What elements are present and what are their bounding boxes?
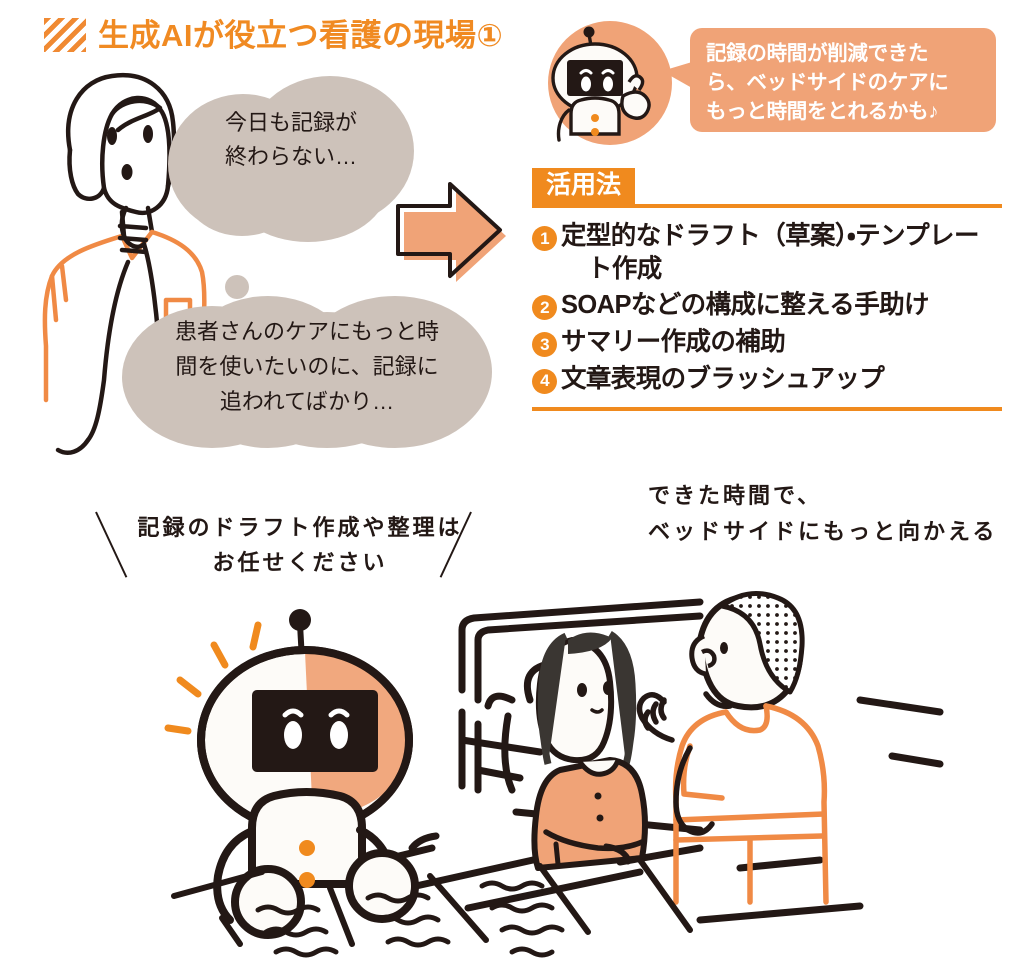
paper-documents [171, 857, 693, 958]
thought-bubble-1: 今日も記録が 終わらない… [168, 76, 414, 242]
usage-rule-top [532, 204, 1002, 208]
usage-list: 1 定型的なドラフト（草案）・テンプレー ト作成 2 SOAPなどの構成に整える… [532, 220, 1002, 395]
usage-number-4: 4 [532, 368, 557, 394]
usage-item-3-line-1: サマリー作成の補助 [561, 327, 786, 356]
usage-item-4-line-1: 文章表現のブラッシュアップ [561, 364, 885, 393]
thought-2-line-1: 患者さんのケアにもっと時 [174, 319, 439, 344]
sparkle-lines [164, 621, 262, 735]
usage-item-2-line-1: SOAPなどの構成に整える手助け [561, 291, 930, 320]
usage-item-1-text: 定型的なドラフト（草案）・テンプレー ト作成 [561, 220, 979, 285]
usage-panel: 活用法 1 定型的なドラフト（草案）・テンプレー ト作成 2 SOAPなどの構成… [532, 168, 1002, 412]
caption-slash-left [95, 511, 128, 578]
page-title: 生成AIが役立つ看護の現場① [98, 17, 504, 53]
caption-left-line-1: 記録のドラフト作成や整理は [137, 515, 463, 540]
thought-1-line-1: 今日も記録が [224, 110, 357, 135]
usage-item-1: 1 定型的なドラフト（草案）・テンプレー ト作成 [532, 220, 1002, 285]
usage-item-3: 3 サマリー作成の補助 [532, 326, 1002, 359]
patient-figure [531, 630, 648, 871]
thought-1-line-2: 終わらない… [224, 144, 357, 170]
usage-number-3: 3 [532, 331, 557, 357]
speech-bubble-tail [662, 62, 692, 88]
usage-item-4: 4 文章表現のブラッシュアップ [532, 363, 1002, 396]
thought-2-line-2: 間を使いたいのに、記録に [175, 354, 439, 380]
usage-item-1-line-1: 定型的なドラフト（草案）・テンプレー [561, 222, 979, 250]
usage-item-2: 2 SOAPなどの構成に整える手助け [532, 289, 1002, 322]
robot-bubble-line-1: 記録の時間が削減できた [706, 42, 929, 65]
diagonal-stripes-icon [44, 18, 86, 52]
robot-bubble-line-3: もっと時間をとれるかも♪ [706, 100, 939, 124]
usage-section-tag: 活用法 [532, 168, 636, 204]
usage-number-2: 2 [532, 295, 557, 321]
ai-robot-avatar-icon [548, 21, 672, 145]
robot-speech-bubble: 記録の時間が削減できた ら、ベッドサイドのケアに もっと時間をとれるかも♪ [662, 28, 996, 132]
usage-rule-bottom [532, 407, 1002, 412]
thought-bubble-2: 患者さんのケアにもっと時 間を使いたいのに、記録に 追われてばかり… [122, 296, 492, 448]
robot-bubble-line-2: ら、ベッドサイドのケアに [706, 71, 949, 95]
usage-number-1: 1 [532, 226, 557, 251]
caption-right-line-2: ベッドサイドにもっと向かえる [648, 519, 998, 545]
page-header: 生成AIが役立つ看護の現場① [44, 18, 503, 52]
caption-left: 記録のドラフト作成や整理は お任せください [125, 510, 475, 580]
thought-2-line-3: 追われてばかり… [219, 389, 395, 415]
standing-nurse-figure [636, 591, 829, 905]
usage-item-1-line-2: ト作成 [587, 254, 662, 283]
caption-left-line-2: お任せください [212, 550, 388, 576]
caption-right: できた時間で、 ベッドサイドにもっと向かえる [648, 478, 1024, 551]
big-ai-robot [197, 609, 419, 939]
caption-right-line-1: できた時間で、 [648, 483, 823, 508]
right-arrow-icon [396, 182, 506, 282]
thought-dot-large [225, 275, 249, 299]
